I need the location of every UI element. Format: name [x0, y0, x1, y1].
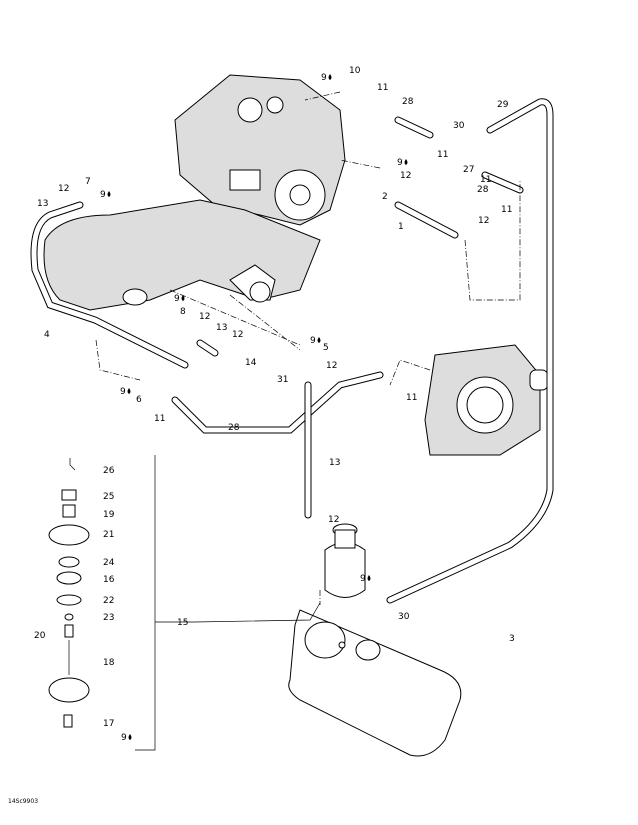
muffler — [288, 609, 462, 757]
callout-13: 13 — [216, 323, 227, 333]
callout-9: 9 — [121, 733, 127, 743]
sealant-drop-icon — [107, 191, 111, 197]
callout-12: 12 — [400, 171, 411, 181]
callout-9: 9 — [360, 574, 366, 584]
callout-28: 28 — [228, 423, 240, 433]
callout-9: 9 — [100, 190, 106, 200]
callout-19: 19 — [103, 510, 115, 520]
callout-12: 12 — [58, 184, 69, 194]
callout-25: 25 — [103, 492, 114, 502]
sealant-drop-icon — [404, 159, 408, 165]
water-box — [324, 523, 366, 598]
callout-11: 11 — [154, 414, 165, 424]
callout-9: 9 — [174, 294, 180, 304]
callout-30: 30 — [453, 121, 465, 131]
callout-11: 11 — [377, 83, 388, 93]
callout-22: 22 — [103, 596, 114, 606]
callout-12: 12 — [478, 216, 489, 226]
callout-30: 30 — [398, 612, 410, 622]
callout-11: 11 — [406, 393, 417, 403]
sealant-drop-icon — [128, 734, 132, 740]
callout-15: 15 — [177, 618, 188, 628]
callout-18: 18 — [103, 658, 115, 668]
callout-10: 10 — [349, 66, 361, 76]
callout-21: 21 — [103, 530, 114, 540]
callout-9: 9 — [321, 73, 327, 83]
diagram-code: 14Sc9903 — [8, 798, 38, 805]
callout-29: 29 — [497, 100, 509, 110]
callout-5: 5 — [323, 343, 329, 353]
callout-9: 9 — [397, 158, 403, 168]
callout-16: 16 — [103, 575, 115, 585]
callout-6: 6 — [136, 395, 142, 405]
flow-lines — [95, 91, 521, 605]
callout-23: 23 — [103, 613, 114, 623]
callout-27: 27 — [463, 165, 474, 175]
sealant-drop-icon — [317, 337, 321, 343]
callout-13: 13 — [37, 199, 48, 209]
sealant-drop-icon — [181, 295, 185, 301]
callout-28: 28 — [477, 185, 489, 195]
callout-4: 4 — [44, 330, 50, 340]
callout-11: 11 — [501, 205, 512, 215]
sealant-drop-icon — [367, 575, 371, 581]
callout-9: 9 — [310, 336, 316, 346]
sealant-drop-icon — [127, 388, 131, 394]
callout-13: 13 — [329, 458, 340, 468]
callout-3: 3 — [509, 634, 515, 644]
callout-26: 26 — [103, 466, 115, 476]
callout-20: 20 — [34, 631, 46, 641]
callout-1: 1 — [398, 222, 404, 232]
callout-12: 12 — [328, 515, 339, 525]
sealant-drop-icon — [328, 74, 332, 80]
callout-7: 7 — [85, 177, 91, 187]
callout-9: 9 — [120, 387, 126, 397]
callout-31: 31 — [277, 375, 288, 385]
callout-11: 11 — [437, 150, 448, 160]
callout-12: 12 — [199, 312, 210, 322]
callout-11: 11 — [480, 175, 491, 185]
callout-8: 8 — [180, 307, 186, 317]
callout-17: 17 — [103, 719, 114, 729]
hoses — [30, 98, 554, 604]
callout-24: 24 — [103, 558, 115, 568]
engine — [174, 74, 346, 226]
exhaust-outlet — [424, 344, 549, 456]
callout-12: 12 — [326, 361, 337, 371]
valve-assembly — [48, 455, 321, 751]
callout-28: 28 — [402, 97, 414, 107]
callout-2: 2 — [382, 192, 388, 202]
callout-12: 12 — [232, 330, 243, 340]
tuned-pipe — [43, 199, 321, 311]
callout-14: 14 — [245, 358, 257, 368]
